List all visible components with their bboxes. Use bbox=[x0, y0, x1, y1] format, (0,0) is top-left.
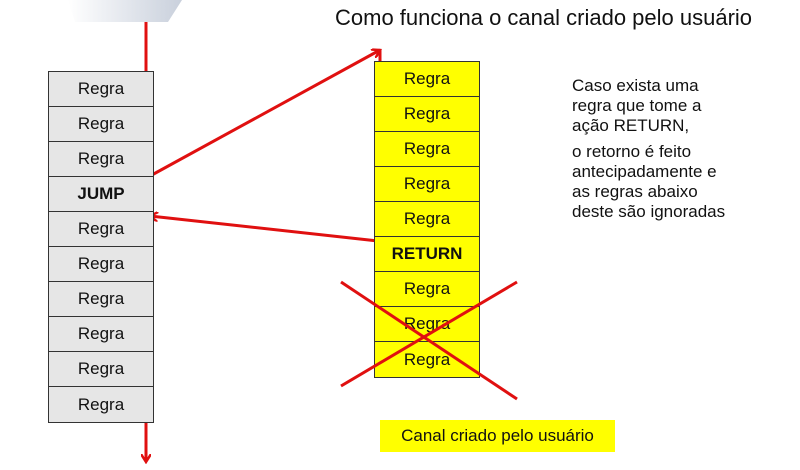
rule-cell: Regra bbox=[49, 352, 153, 387]
rule-cell: Regra bbox=[375, 167, 479, 202]
note-line: Caso exista uma bbox=[572, 76, 699, 95]
cross-line bbox=[340, 280, 518, 401]
return-cell: RETURN bbox=[375, 237, 479, 272]
explanation-note: Caso exista uma regra que tome a ação RE… bbox=[572, 76, 725, 222]
rule-cell: Regra bbox=[49, 212, 153, 247]
rule-cell: Regra bbox=[49, 72, 153, 107]
rule-cell: Regra bbox=[49, 142, 153, 177]
user-chain-label: Canal criado pelo usuário bbox=[380, 420, 615, 452]
rule-cell: Regra bbox=[375, 132, 479, 167]
note-line: deste são ignoradas bbox=[572, 202, 726, 221]
jump-cell: JUMP bbox=[49, 177, 153, 212]
rule-cell: Regra bbox=[375, 272, 479, 307]
rule-cell: Regra bbox=[49, 317, 153, 352]
header-graphic bbox=[68, 0, 182, 22]
main-chain: Regra Regra Regra JUMP Regra Regra Regra… bbox=[48, 71, 154, 423]
cross-line bbox=[340, 280, 518, 388]
note-line: regra que tome a bbox=[572, 96, 702, 115]
rule-cell: Regra bbox=[403, 349, 451, 369]
user-chain: Regra Regra Regra Regra Regra RETURN Reg… bbox=[374, 61, 480, 378]
rule-cell: Regra bbox=[375, 202, 479, 237]
jump-arrow bbox=[149, 50, 380, 178]
rule-cell: Regra bbox=[49, 107, 153, 142]
page-title: Como funciona o canal criado pelo usuári… bbox=[335, 5, 753, 30]
rule-cell: Regra bbox=[77, 394, 125, 414]
rule-cell: Regra bbox=[375, 62, 479, 97]
note-line: ação RETURN, bbox=[572, 116, 690, 135]
return-arrow bbox=[150, 216, 379, 243]
rule-cell: Regra bbox=[49, 247, 153, 282]
note-line: o retorno é feito bbox=[572, 142, 692, 161]
note-line: as regras abaixo bbox=[572, 182, 698, 201]
note-line: antecipadamente e bbox=[572, 162, 717, 181]
rule-cell: Regra bbox=[375, 97, 479, 132]
rule-cell: Regra bbox=[49, 282, 153, 317]
